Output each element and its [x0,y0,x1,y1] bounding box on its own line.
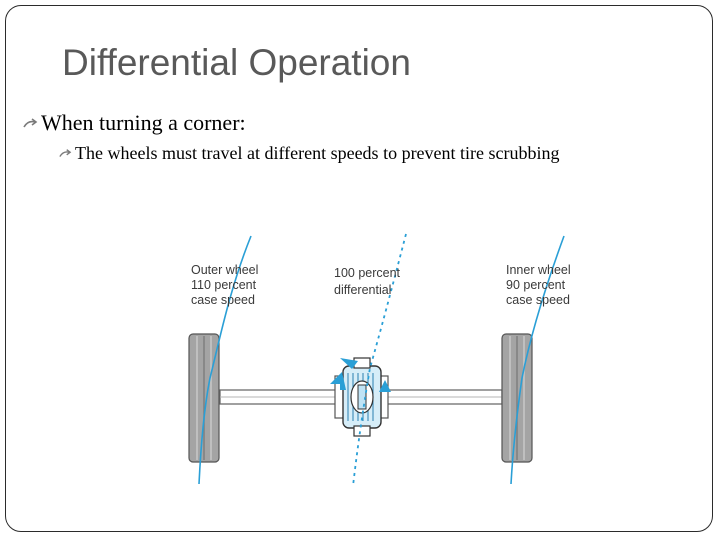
wheel-path-lines [198,233,565,487]
bullet-text: When turning a corner: [41,110,246,135]
inner-wheel-label: Inner wheel 90 percent case speed [506,263,574,307]
slide-title: Differential Operation [62,42,411,83]
differential-diagram: Outer wheel 110 percent case speed 100 p… [188,233,574,487]
bullet-level-1: When turning a corner: [22,110,246,136]
slide-frame [5,5,713,532]
differential-housing [334,357,389,437]
rotation-arrow-left [330,372,346,390]
bullet-level-2: The wheels must travel at different spee… [58,143,560,164]
outer-wheel-tire [188,333,220,463]
rotation-arrows [330,358,391,392]
rotation-arrow-top [340,358,358,369]
outer-wheel-label: Outer wheel 110 percent case speed [191,263,262,307]
curved-arrow-bullet-icon [59,149,72,157]
bullet-text: The wheels must travel at different spee… [75,143,560,163]
differential-label: 100 percent differential [334,266,404,297]
curved-arrow-bullet-icon [23,118,38,128]
rotation-arrow-right [379,380,391,392]
